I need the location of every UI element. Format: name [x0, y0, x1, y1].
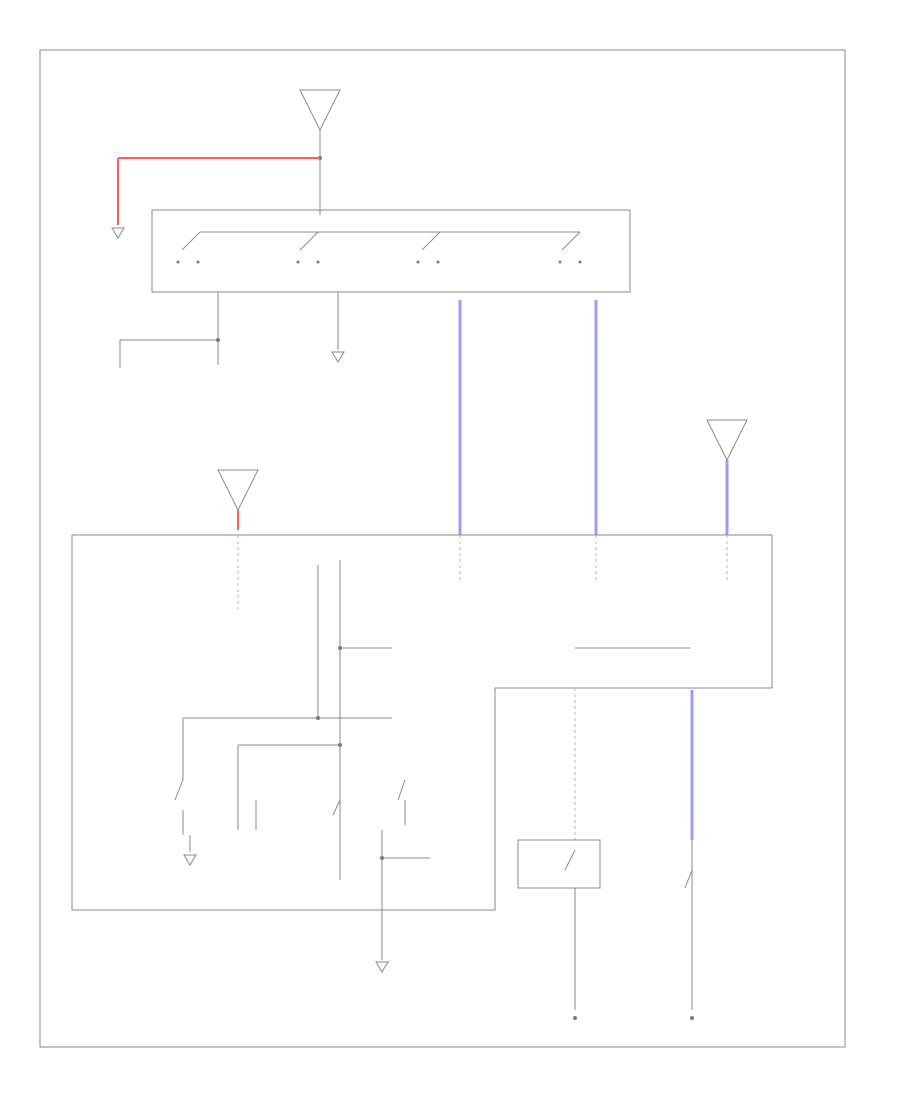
ignition-switch-box — [151, 209, 631, 293]
module-internal-wiring — [182, 535, 728, 945]
left-output-wires — [119, 292, 220, 368]
right-lower-wiring — [517, 688, 694, 1020]
module-switches — [174, 779, 406, 835]
blue-signal-wires — [458, 300, 729, 840]
diagram-border — [39, 49, 846, 1048]
fuse-connector-top — [299, 89, 341, 215]
red-hot-wire — [117, 157, 320, 225]
bottom-ground-wire — [375, 910, 389, 973]
fuse-connector-left — [217, 469, 259, 530]
center-output-wire — [331, 292, 345, 363]
module-box — [71, 534, 773, 911]
ignition-switch-contacts — [176, 231, 582, 264]
ground-symbol-module — [183, 835, 197, 866]
fuse-connector-right — [706, 419, 748, 462]
ground-symbol-left-top — [111, 227, 125, 239]
